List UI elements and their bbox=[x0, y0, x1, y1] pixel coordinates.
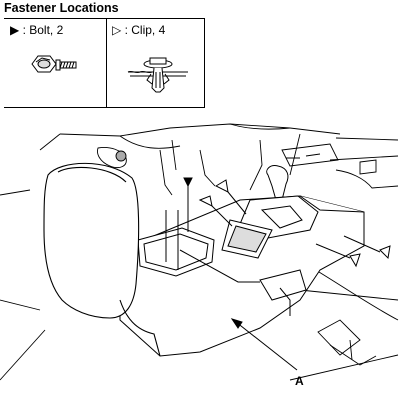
filled-arrow-icon: ▶ bbox=[10, 23, 20, 37]
bolt-icon bbox=[31, 55, 77, 73]
bolt-markers bbox=[183, 177, 193, 232]
diagram-title: Fastener Locations bbox=[4, 1, 119, 15]
armrest bbox=[43, 162, 161, 357]
legend-divider bbox=[106, 19, 107, 107]
clip-legend-text: : Clip, 4 bbox=[121, 23, 166, 37]
center-console bbox=[119, 195, 365, 357]
clip-markers bbox=[198, 179, 391, 268]
clip-icon bbox=[127, 57, 188, 93]
callout-leader bbox=[230, 318, 298, 371]
hollow-arrow-icon: ▷ bbox=[112, 23, 122, 37]
bolt-legend-text: : Bolt, 2 bbox=[19, 23, 64, 37]
dashboard-outline bbox=[0, 123, 399, 381]
fastener-legend: ▶ : Bolt, 2 ▷ : Clip, 4 bbox=[4, 18, 205, 108]
callout-label-a: A bbox=[295, 374, 304, 388]
bolt-legend-label: ▶ : Bolt, 2 bbox=[10, 23, 63, 37]
clip-legend-label: ▷ : Clip, 4 bbox=[112, 23, 165, 37]
